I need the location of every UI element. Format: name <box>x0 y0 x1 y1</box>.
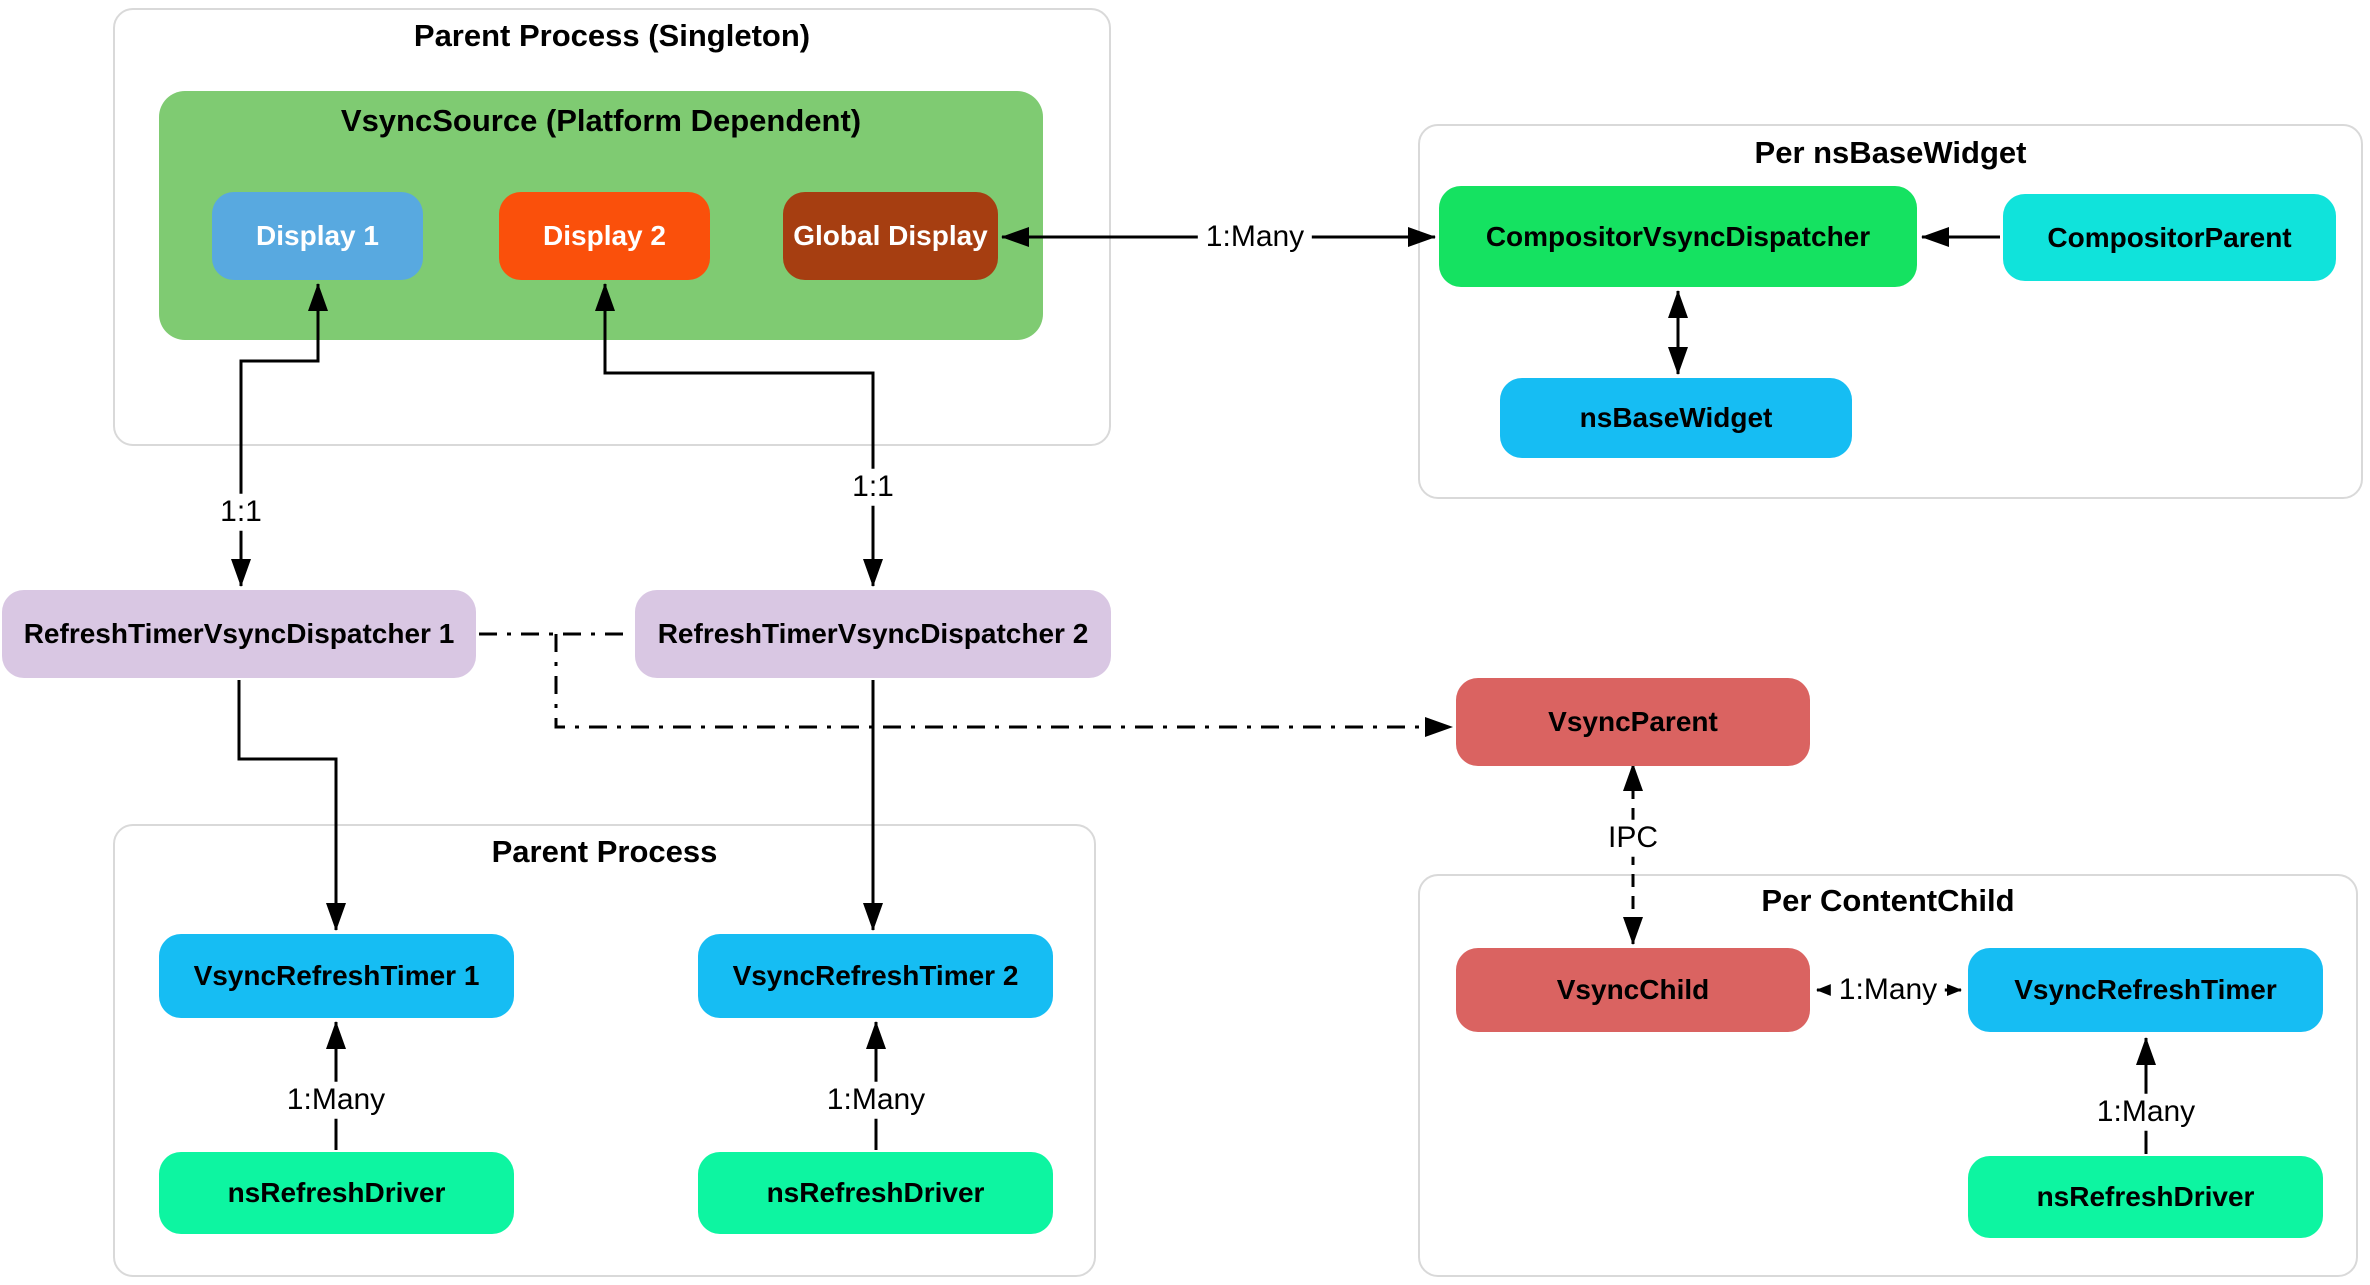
edge-label-1-1-display2: 1:1 <box>844 468 902 506</box>
container-title: Parent Process (Singleton) <box>413 18 811 53</box>
edge-label-1-many-vsyncchild: 1:Many <box>1830 971 1946 1009</box>
node-refresh-timer-vsync-dispatcher-1: RefreshTimerVsyncDispatcher 1 <box>2 590 476 678</box>
node-vsync-child: VsyncChild <box>1456 948 1810 1032</box>
node-vsync-refresh-timer-2: VsyncRefreshTimer 2 <box>698 934 1053 1018</box>
group-title: VsyncSource (Platform Dependent) <box>340 103 862 138</box>
edge-display1-rtvd1 <box>231 283 328 587</box>
node-nsrefreshdriver-1: nsRefreshDriver <box>159 1152 514 1234</box>
node-display-2: Display 2 <box>499 192 710 280</box>
node-vsync-refresh-timer-1: VsyncRefreshTimer 1 <box>159 934 514 1018</box>
edge-label-1-many-nsrd1: 1:Many <box>278 1081 394 1119</box>
edge-rtvd1-vrt1 <box>237 680 346 931</box>
edge-label-1-1-display1: 1:1 <box>212 493 270 531</box>
node-compositor-parent: CompositorParent <box>2003 194 2336 281</box>
edge-dashdot-rtvd-vsyncparent <box>554 634 1453 737</box>
edge-label-1-many-nsrd2: 1:Many <box>818 1081 934 1119</box>
container-title: Per nsBaseWidget <box>1754 135 2027 170</box>
node-nsbasewidget: nsBaseWidget <box>1500 378 1852 458</box>
edge-label-1-many-nsrd3: 1:Many <box>2088 1093 2204 1131</box>
node-vsync-parent: VsyncParent <box>1456 678 1810 766</box>
node-nsrefreshdriver-3: nsRefreshDriver <box>1968 1156 2323 1238</box>
edge-display2-rtvd2 <box>595 283 883 587</box>
node-vsync-refresh-timer-child: VsyncRefreshTimer <box>1968 948 2323 1032</box>
container-title: Per ContentChild <box>1761 883 2015 918</box>
edge-label-1-many-global: 1:Many <box>1197 218 1313 256</box>
node-global-display: Global Display <box>783 192 998 280</box>
container-title: Parent Process <box>491 834 718 869</box>
node-compositor-vsync-dispatcher: CompositorVsyncDispatcher <box>1439 186 1917 287</box>
node-nsrefreshdriver-2: nsRefreshDriver <box>698 1152 1053 1234</box>
node-display-1: Display 1 <box>212 192 423 280</box>
node-refresh-timer-vsync-dispatcher-2: RefreshTimerVsyncDispatcher 2 <box>635 590 1111 678</box>
edge-label-ipc: IPC <box>1599 819 1667 857</box>
